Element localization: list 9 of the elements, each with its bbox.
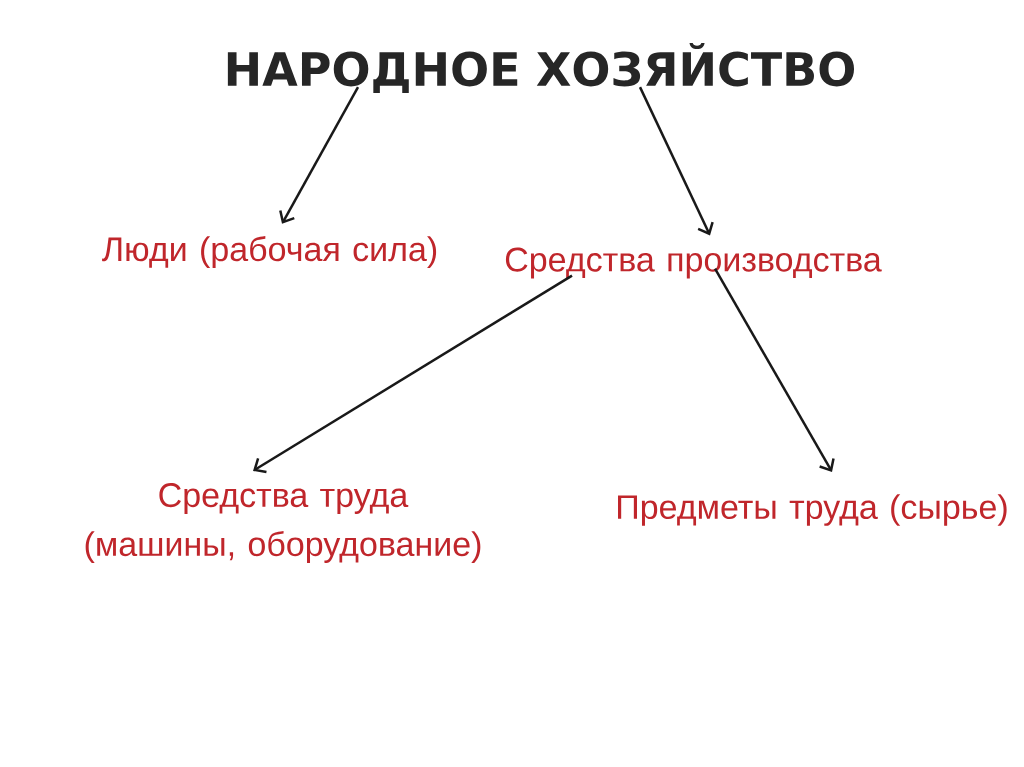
arrow xyxy=(713,267,835,472)
concept-text: Предметы труда (сырье) xyxy=(618,494,1007,526)
concept-text: Люди (рабочая сила) xyxy=(102,236,437,268)
heading-text: НАРОДНОЕ ХОЗЯЙСТВО xyxy=(227,43,854,93)
arrow xyxy=(279,86,360,224)
arrow xyxy=(253,274,573,474)
arrow xyxy=(638,86,714,236)
concept-text: Средства производства xyxy=(505,247,882,279)
concept-text: Средства труда (машины, оборудование) xyxy=(85,483,481,563)
